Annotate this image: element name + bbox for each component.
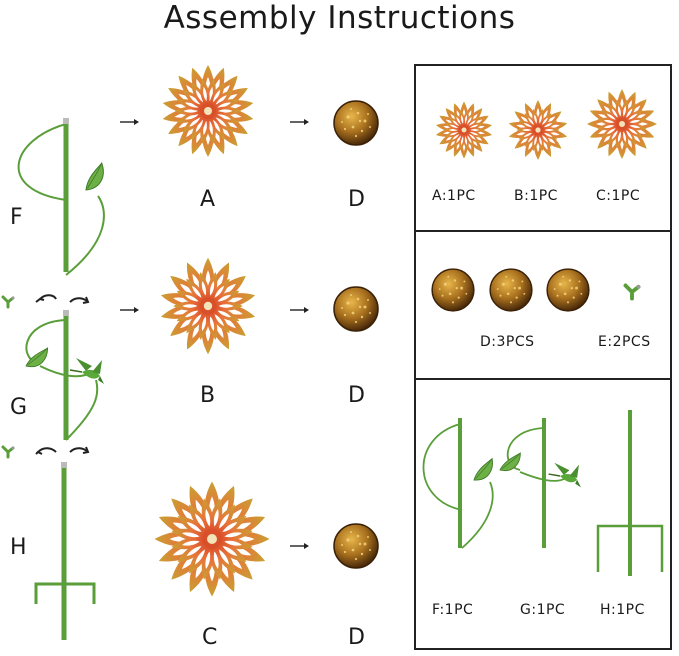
arrow-right-icon	[119, 306, 140, 314]
arrow-right-icon	[289, 306, 310, 314]
rotate-arrows-icon	[35, 446, 90, 455]
flower-icon	[507, 100, 569, 160]
rotate-arrows-icon	[35, 294, 90, 304]
parts-list-box	[414, 64, 672, 650]
label-b: B	[200, 383, 216, 408]
label-g: G	[10, 395, 28, 420]
part-f-qty: F:1PC	[432, 602, 474, 618]
flower-c-icon	[154, 481, 270, 597]
page-title: Assembly Instructions	[163, 0, 516, 36]
part-c-qty: C:1PC	[596, 188, 641, 204]
part-a-qty: A:1PC	[432, 188, 476, 204]
stake-f	[17, 118, 105, 276]
label-a: A	[200, 187, 216, 212]
arrow-right-icon	[289, 542, 310, 550]
hummingbird-icon	[69, 357, 105, 385]
leaf-icon	[78, 162, 110, 192]
part-e-qty: E:2PCS	[598, 334, 651, 350]
divider	[416, 230, 670, 232]
label-d-3: D	[348, 625, 365, 650]
label-f: F	[10, 205, 23, 230]
flower-b-icon	[159, 257, 257, 355]
label-d-2: D	[348, 383, 365, 408]
copper-ball-icon	[333, 523, 379, 569]
flower-icon	[159, 257, 257, 355]
part-h-qty: H:1PC	[600, 602, 645, 618]
parts-flower-a	[435, 101, 493, 159]
part-g-qty: G:1PC	[520, 602, 566, 618]
flower-icon	[161, 65, 255, 157]
flower-icon	[154, 481, 270, 597]
part-d-qty: D:3PCS	[480, 334, 535, 350]
flower-icon	[435, 101, 493, 159]
arrow-right-icon	[289, 118, 310, 126]
parts-stake-h	[596, 410, 664, 576]
parts-flower-b	[507, 100, 569, 160]
copper-ball-icon	[333, 286, 379, 332]
label-d-1: D	[348, 187, 365, 212]
label-c: C	[202, 625, 218, 650]
stake-h	[34, 462, 96, 640]
parts-flower-c	[587, 89, 657, 159]
connector-icon	[1, 445, 16, 459]
parts-stake-g	[506, 418, 567, 548]
label-h: H	[10, 535, 27, 560]
flower-a-icon	[161, 65, 255, 157]
parts-stake-f	[422, 418, 494, 549]
arrow-right-icon	[119, 118, 140, 126]
part-b-qty: B:1PC	[514, 188, 558, 204]
divider	[416, 378, 670, 380]
connector-icon	[1, 295, 16, 309]
copper-ball-icon	[333, 100, 379, 146]
flower-icon	[587, 89, 657, 159]
